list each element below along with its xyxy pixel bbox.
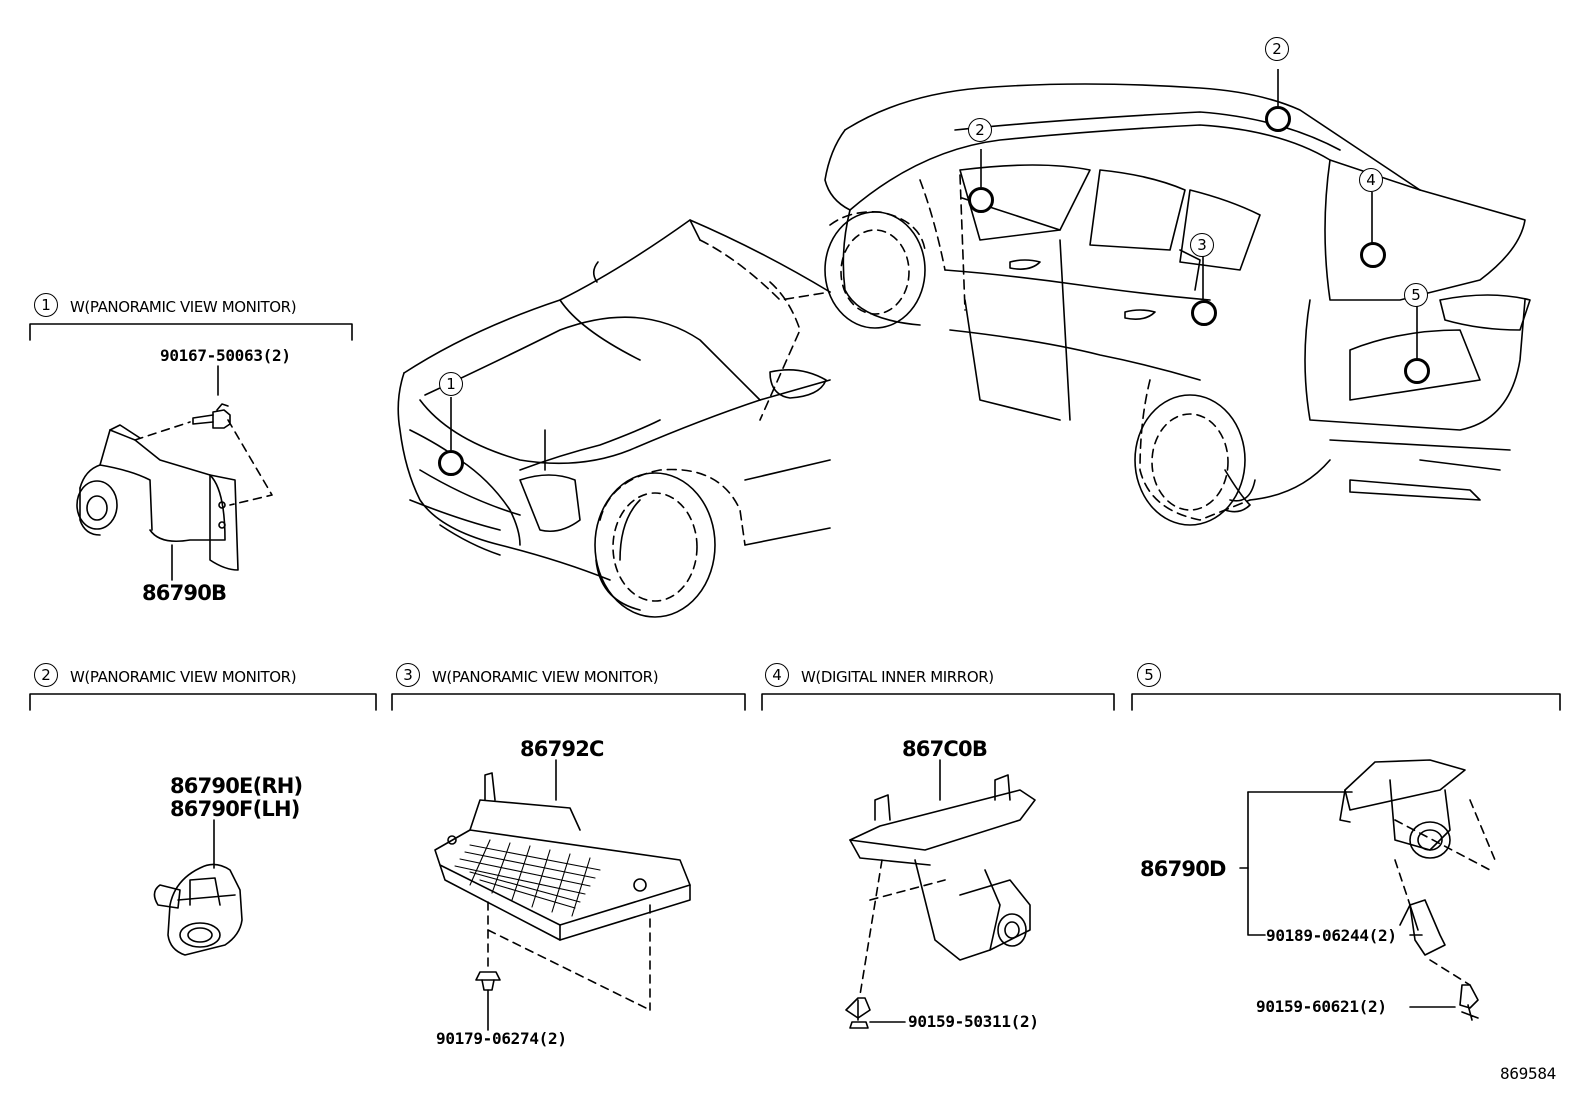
section-4-title: W(DIGITAL INNER MIRROR) — [801, 668, 994, 686]
part-label-86790b[interactable]: 86790B — [142, 581, 227, 605]
section-3-title: W(PANORAMIC VIEW MONITOR) — [432, 668, 659, 686]
callout-4-mirror-cam: 4 — [1359, 168, 1383, 192]
callout-1-front: 1 — [439, 372, 463, 396]
section-1-title: W(PANORAMIC VIEW MONITOR) — [70, 298, 297, 316]
ecu-module-assembly — [434, 759, 691, 1031]
part-label-90167-50063[interactable]: 90167-50063(2) — [160, 346, 291, 365]
rear-camera-location — [1404, 358, 1430, 384]
ecu-location — [1191, 300, 1217, 326]
section-5-bracket — [1131, 693, 1561, 711]
section-1-bracket — [29, 323, 353, 341]
section-4-bracket — [761, 693, 1115, 711]
part-label-86790f-lh[interactable]: 86790F(LH) — [170, 797, 300, 821]
part-label-86790d[interactable]: 86790D — [1140, 857, 1227, 881]
section-3-bracket — [391, 693, 746, 711]
front-vehicle-illustration — [397, 219, 831, 618]
part-label-86792c[interactable]: 86792C — [520, 737, 604, 761]
part-label-90159-60621[interactable]: 90159-60621(2) — [1256, 997, 1387, 1016]
part-label-90189-06244[interactable]: 90189-06244(2) — [1266, 926, 1397, 945]
rear-camera-assembly — [1239, 759, 1496, 1021]
rear-vehicle-illustration — [824, 83, 1531, 526]
part-label-90159-50311[interactable]: 90159-50311(2) — [908, 1012, 1039, 1031]
section-3-number: 3 — [396, 663, 420, 687]
callout-2-left-mirror: 2 — [968, 118, 992, 142]
front-camera-assembly — [76, 365, 273, 581]
mirror-camera-assembly — [845, 759, 1036, 1029]
section-2-title: W(PANORAMIC VIEW MONITOR) — [70, 668, 297, 686]
camera-location-front — [438, 450, 464, 476]
callout-3-ecu: 3 — [1190, 233, 1214, 257]
camera-location-side-rh — [1265, 106, 1291, 132]
section-2-number: 2 — [34, 663, 58, 687]
part-label-86790e-rh[interactable]: 86790E(RH) — [170, 774, 303, 798]
callout-2-right-mirror: 2 — [1265, 37, 1289, 61]
part-label-90179-06274[interactable]: 90179-06274(2) — [436, 1029, 567, 1048]
section-1-number: 1 — [34, 293, 58, 317]
callout-5-rear-cam: 5 — [1404, 283, 1428, 307]
section-4-number: 4 — [765, 663, 789, 687]
camera-location-side-lh — [968, 187, 994, 213]
mirror-camera-location — [1360, 242, 1386, 268]
side-camera-assembly — [153, 819, 243, 956]
illustration-id: 869584 — [1500, 1064, 1556, 1083]
section-5-number: 5 — [1137, 663, 1161, 687]
section-2-bracket — [29, 693, 377, 711]
part-label-867c0b[interactable]: 867C0B — [902, 737, 988, 761]
